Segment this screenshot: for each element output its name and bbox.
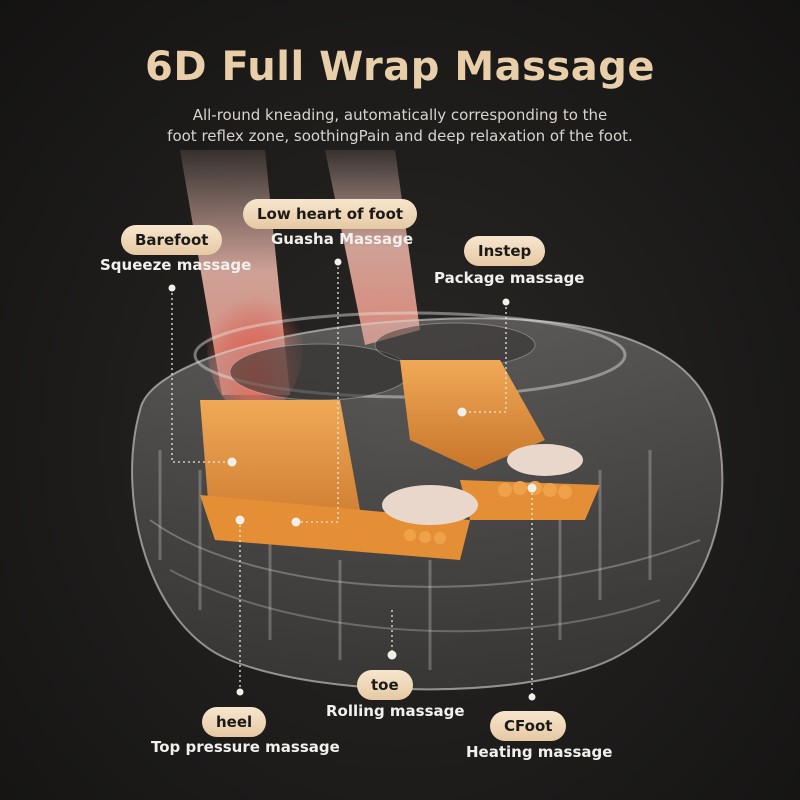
cfoot-caption: Heating massage [466,743,613,761]
heel-caption: Top pressure massage [151,738,340,756]
massage-pads [200,360,600,560]
left-sole-plate [200,495,470,560]
instep-caption: Package massage [434,269,585,287]
left-toes [382,485,478,525]
heel-tag: heel [202,707,267,737]
barefoot-tag: Barefoot [121,225,223,255]
right-toes [507,444,583,476]
low-heart-caption: Guasha Massage [271,230,414,248]
subtitle-line-2: foot reflex zone, soothingPain and deep … [167,127,633,145]
subtitle-line-1: All-round kneading, automatically corres… [192,106,608,124]
right-leg [325,150,420,345]
toe-caption: Rolling massage [326,702,465,720]
barefoot-caption: Squeeze massage [100,256,252,274]
toe-tag: toe [357,670,413,700]
page-title: 6D Full Wrap Massage [145,44,655,90]
cfoot-tag: CFoot [490,711,567,741]
low-heart-tag: Low heart of foot [243,199,418,229]
right-foot-wrap [400,360,545,470]
callout-lines [171,262,533,697]
instep-tag: Instep [464,236,546,266]
callout-dots [168,258,537,701]
